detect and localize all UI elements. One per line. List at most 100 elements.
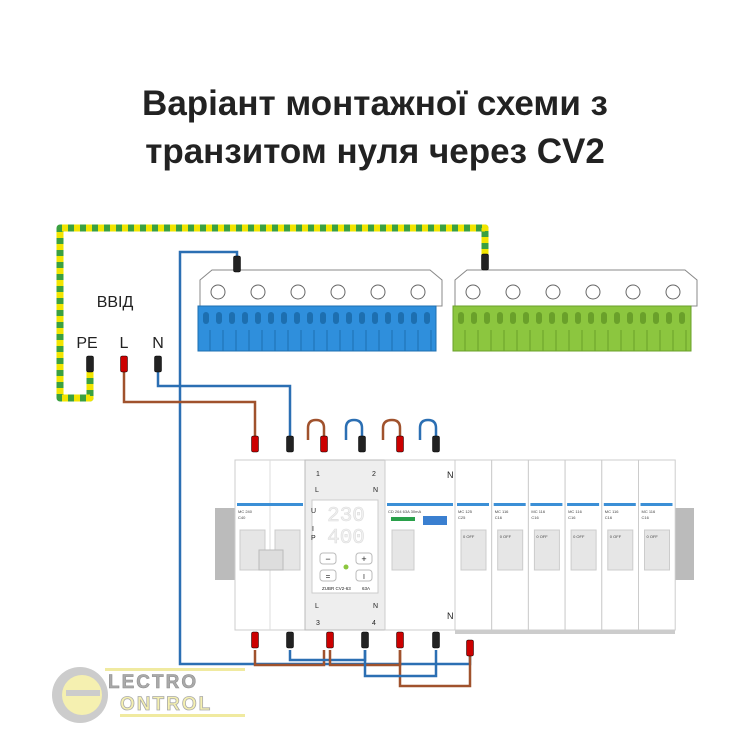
breaker-model: MC 116 xyxy=(568,509,582,514)
breaker-lever[interactable] xyxy=(460,529,487,571)
voltage-relay-zubr[interactable]: 1 2 L N U I P 230 400 − + = I ZUBR CV2-6… xyxy=(304,459,386,631)
breaker-lever[interactable] xyxy=(533,529,560,571)
breaker-lever[interactable] xyxy=(497,529,524,571)
bus-screw-icon xyxy=(370,284,386,300)
breaker-off-label: 0 OFF xyxy=(647,534,659,539)
relay-bottom-l: L xyxy=(315,603,319,610)
bus-screw-icon xyxy=(505,284,521,300)
bus-terminal xyxy=(653,312,659,324)
wire-ferrule-connector xyxy=(251,631,259,649)
breaker-rating: C16 xyxy=(605,515,613,520)
breaker-lever[interactable] xyxy=(607,529,634,571)
breaker-rating: C16 xyxy=(568,515,576,520)
jumper-n-bottom-2 xyxy=(363,650,438,678)
bus-screw-icon xyxy=(585,284,601,300)
bus-terminal xyxy=(575,312,581,324)
jumper-l-top xyxy=(306,418,326,440)
breaker-lever[interactable] xyxy=(570,529,597,571)
relay-num-1: 1 xyxy=(316,471,320,478)
wire-ferrule-connector xyxy=(251,435,259,453)
jumper-n-bottom xyxy=(288,650,367,662)
rcd-model: CD 264 63A 30mA xyxy=(388,509,421,514)
relay-minus-button[interactable] xyxy=(319,552,337,565)
bus-terminal xyxy=(484,312,490,324)
bus-terminal xyxy=(398,312,404,324)
wire-ferrule-connector xyxy=(358,435,366,453)
breaker-off-label: 0 OFF xyxy=(500,534,512,539)
breaker-lever[interactable] xyxy=(644,529,670,571)
breaker-model: MC 116 xyxy=(495,509,509,514)
wire-ferrule-connector xyxy=(120,355,128,373)
bus-terminal xyxy=(588,312,594,324)
bus-screw-icon xyxy=(410,284,426,300)
relay-minus-label: − xyxy=(325,554,330,564)
bus-terminal xyxy=(307,312,313,324)
relay-top-l: L xyxy=(315,487,319,494)
jumper-l-top-2 xyxy=(381,418,402,440)
breaker-off-label: 0 OFF xyxy=(536,534,548,539)
bus-terminal xyxy=(614,312,620,324)
relay-power-button[interactable] xyxy=(355,569,373,582)
relay-i-label: I xyxy=(312,526,314,533)
wire-ferrule-connector xyxy=(361,631,369,649)
breaker-off-label: 0 OFF xyxy=(610,534,622,539)
bus-terminal xyxy=(601,312,607,324)
bus-terminal xyxy=(346,312,352,324)
breaker-model: MC 116 xyxy=(642,509,656,514)
breaker-rating: C16 xyxy=(495,515,503,520)
bus-terminal xyxy=(562,312,568,324)
bus-terminal xyxy=(229,312,235,324)
relay-u-label: U xyxy=(311,508,316,515)
breaker-rating: C16 xyxy=(531,515,539,520)
input-label: ВВІД xyxy=(97,294,134,311)
wire-ferrule-connector xyxy=(286,631,294,649)
breaker-model: MC 116 xyxy=(605,509,619,514)
bus-terminal xyxy=(320,312,326,324)
din-rail-right xyxy=(672,508,694,580)
main-breaker[interactable]: MC 240 C40 xyxy=(234,459,306,631)
bus-terminal xyxy=(510,312,516,324)
wire-ferrule-connector xyxy=(481,253,489,271)
relay-menu-button[interactable] xyxy=(319,569,337,582)
relay-power-label: I xyxy=(363,574,365,581)
wire-ferrule-connector xyxy=(233,255,241,273)
ground-bus-bar xyxy=(452,269,698,352)
bus-terminal xyxy=(242,312,248,324)
bus-terminal xyxy=(536,312,542,324)
din-modules: MC 240 C40 1 2 L N U I P 230 400 − xyxy=(234,459,676,634)
relay-plus-button[interactable] xyxy=(355,552,373,565)
din-rail-left xyxy=(215,508,237,580)
bus-terminal xyxy=(627,312,633,324)
wire-ferrule-connector xyxy=(396,631,404,649)
jumper-n-top xyxy=(344,418,364,440)
rcd[interactable]: CD 264 63A 30mA N N xyxy=(384,459,456,631)
bus-terminal xyxy=(294,312,300,324)
title-line-2: транзитом нуля через CV2 xyxy=(145,132,605,171)
bus-terminal xyxy=(424,312,430,324)
input-n-wire xyxy=(156,372,292,440)
bus-terminal xyxy=(372,312,378,324)
input-l-wire xyxy=(122,372,257,440)
relay-top-n: N xyxy=(373,487,378,494)
rcd-lever[interactable] xyxy=(391,529,415,571)
neutral-bus-bar xyxy=(197,269,443,352)
bus-screw-icon xyxy=(625,284,641,300)
bus-terminal xyxy=(679,312,685,324)
wire-ferrule-connector xyxy=(396,435,404,453)
bus-screw-icon xyxy=(210,284,226,300)
rcd-test-button[interactable] xyxy=(423,516,447,525)
bus-screw-icon xyxy=(465,284,481,300)
breaker-model: MC 116 xyxy=(531,509,545,514)
wire-ferrule-connector xyxy=(286,435,294,453)
bus-terminal xyxy=(359,312,365,324)
main-breaker-rating: C40 xyxy=(238,515,246,520)
breaker-rating: C25 xyxy=(458,515,466,520)
